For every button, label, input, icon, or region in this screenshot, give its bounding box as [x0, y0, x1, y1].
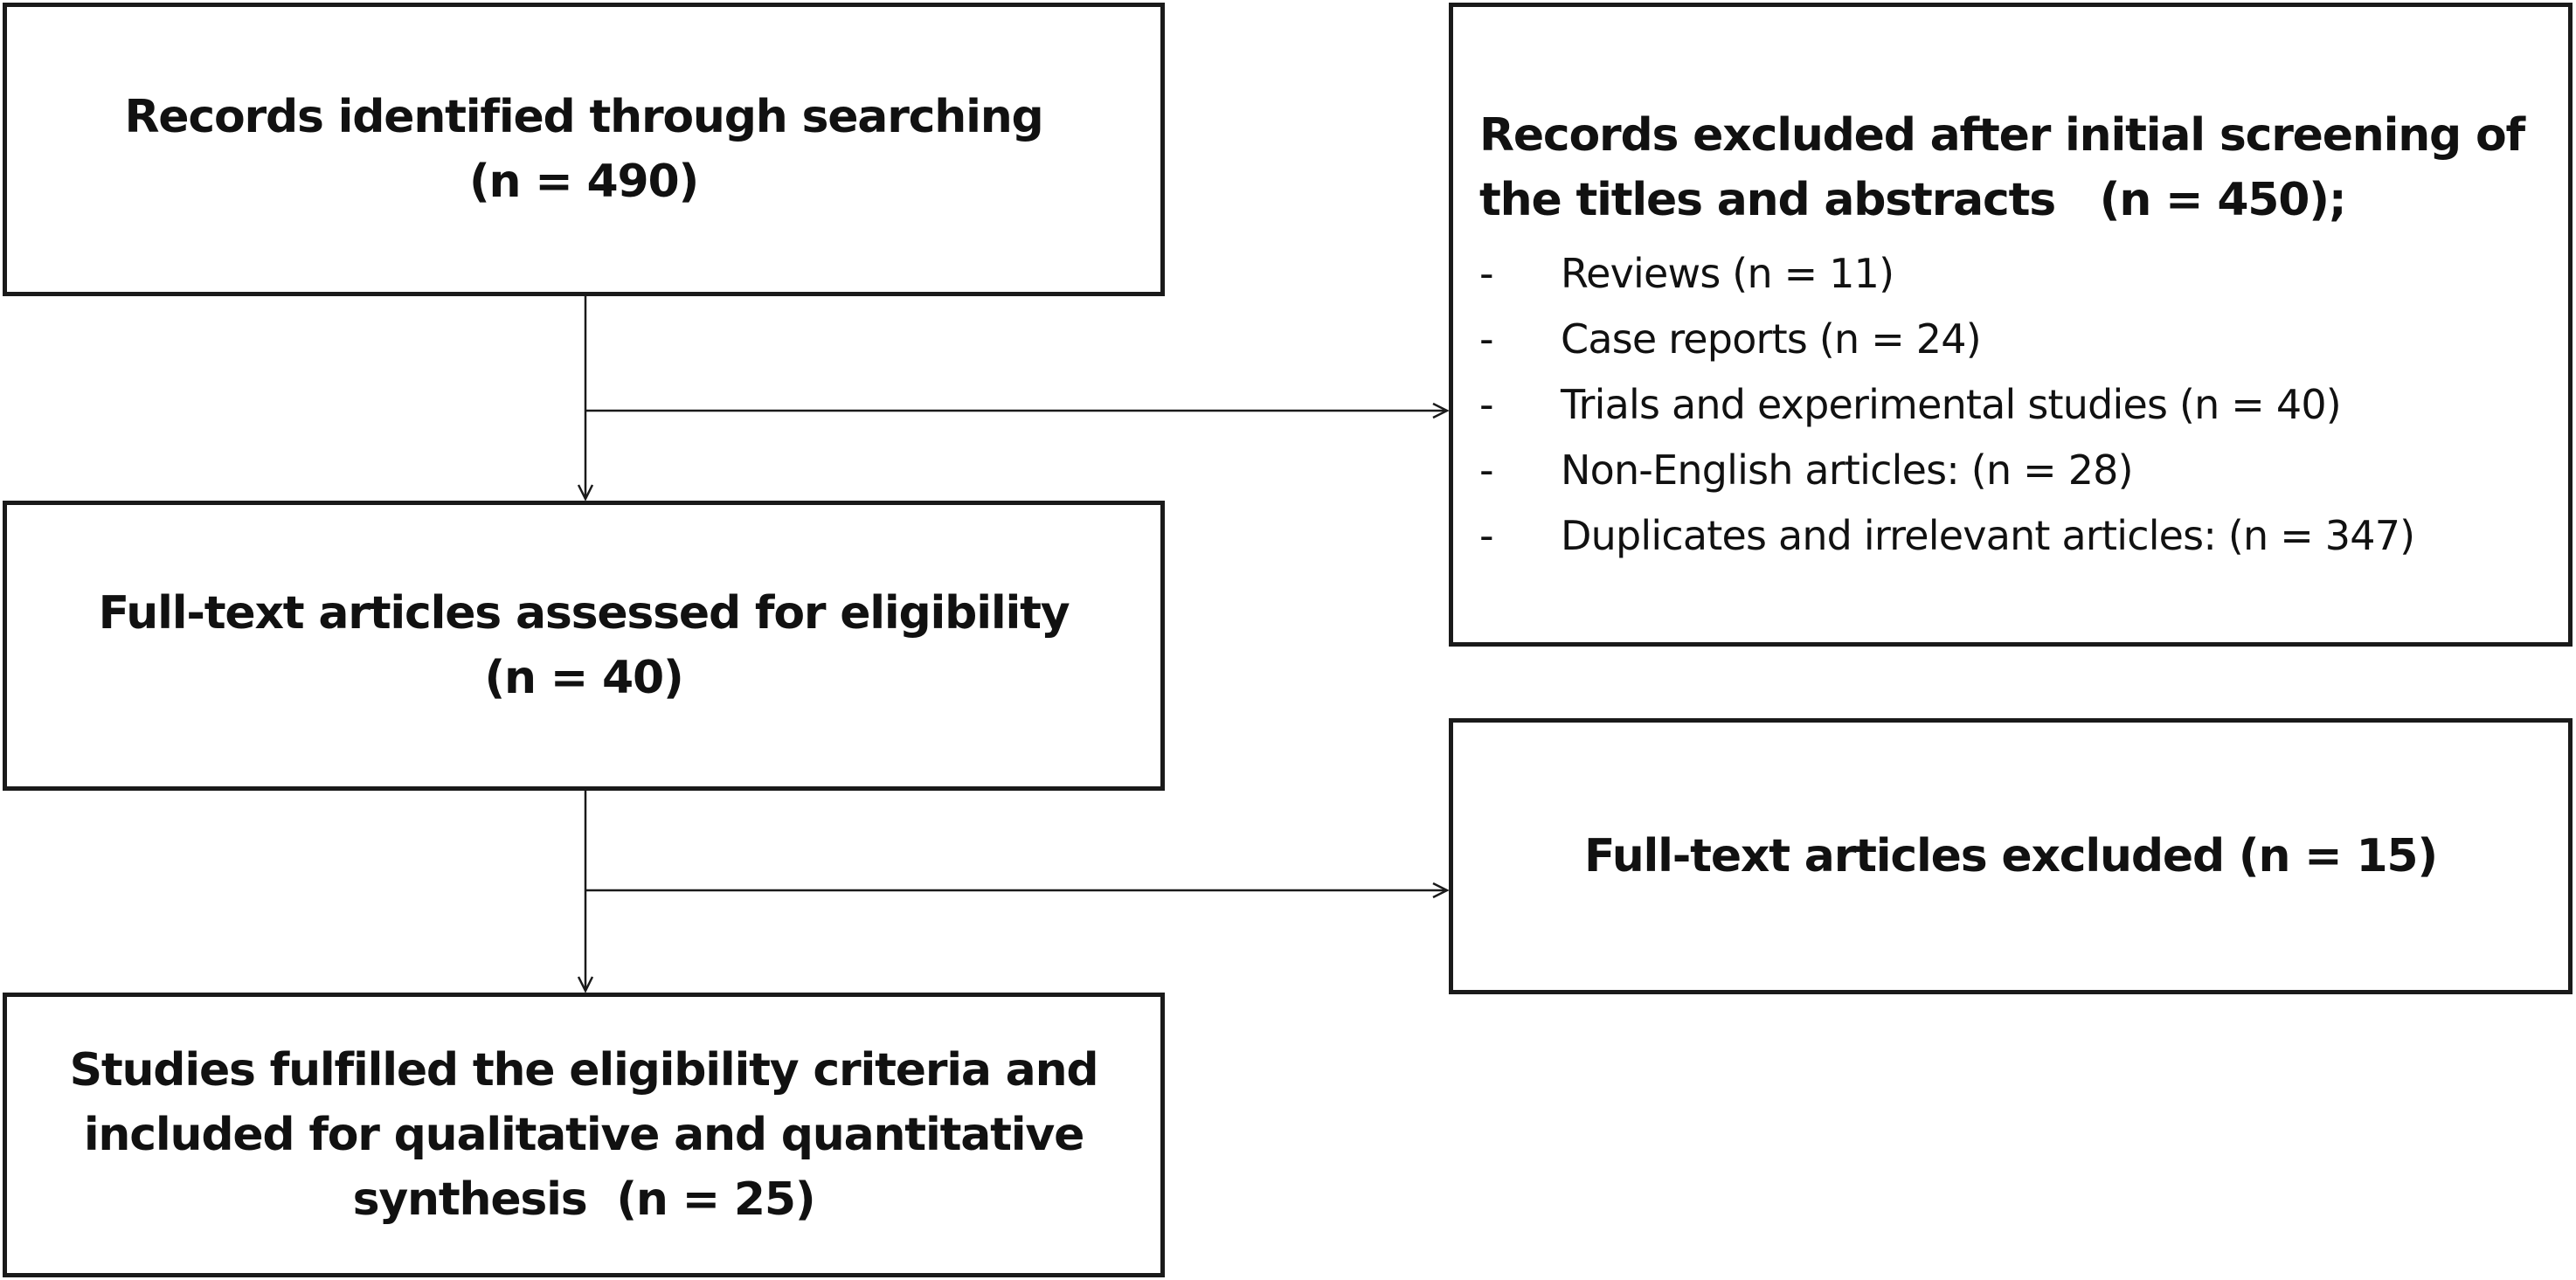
studies-included-line: included for qualitative and quantitativ…	[83, 1109, 1085, 1161]
list-item: - Reviews (n = 11)	[1479, 241, 2414, 307]
exclusion-reason-trials: Trials and experimental studies (n = 40)	[1561, 381, 2342, 428]
fulltext-excluded-title: Full-text articles excluded (n = 15)	[1584, 830, 2438, 882]
list-bullet: -	[1479, 250, 1494, 297]
fulltext-assessed-box: Full-text articles assessed for eligibil…	[3, 501, 1165, 791]
list-bullet: -	[1479, 315, 1494, 363]
list-bullet: -	[1479, 381, 1494, 428]
fulltext-excluded-box: Full-text articles excluded (n = 15)	[1449, 718, 2573, 994]
fulltext-assessed-title: Full-text articles assessed for eligibil…	[98, 587, 1070, 640]
records-excluded-heading: Records excluded after initial screening…	[1479, 103, 2525, 232]
list-bullet: -	[1479, 446, 1494, 494]
records-identified-box: Records identified through searching (n …	[3, 3, 1165, 296]
studies-included-box: Studies fulfilled the eligibility criter…	[3, 993, 1165, 1277]
exclusion-reasons-list: - Reviews (n = 11) - Case reports (n = 2…	[1479, 241, 2415, 569]
exclusion-reason-duplicates: Duplicates and irrelevant articles: (n =…	[1561, 512, 2415, 559]
list-item: - Trials and experimental studies (n = 4…	[1479, 372, 2414, 438]
exclusion-reason-reviews: Reviews (n = 11)	[1561, 250, 1894, 297]
studies-included-line: Studies fulfilled the eligibility criter…	[69, 1044, 1099, 1097]
records-excluded-box: Records excluded after initial screening…	[1449, 3, 2573, 647]
records-identified-title: Records identified through searching	[124, 91, 1043, 143]
list-item: - Duplicates and irrelevant articles: (n…	[1479, 503, 2415, 569]
records-identified-count: (n = 490)	[468, 156, 699, 208]
records-excluded-heading-line: the titles and abstracts (n = 450);	[1479, 174, 2347, 226]
studies-included-line: synthesis (n = 25)	[352, 1173, 816, 1226]
exclusion-reason-case-reports: Case reports (n = 24)	[1561, 315, 1982, 363]
list-item: - Case reports (n = 24)	[1479, 307, 2414, 372]
list-bullet: -	[1479, 512, 1494, 559]
records-excluded-heading-line: Records excluded after initial screening…	[1479, 109, 2525, 162]
exclusion-reason-non-english: Non-English articles: (n = 28)	[1561, 446, 2134, 494]
list-item: - Non-English articles: (n = 28)	[1479, 438, 2414, 503]
fulltext-assessed-count: (n = 40)	[484, 652, 683, 704]
